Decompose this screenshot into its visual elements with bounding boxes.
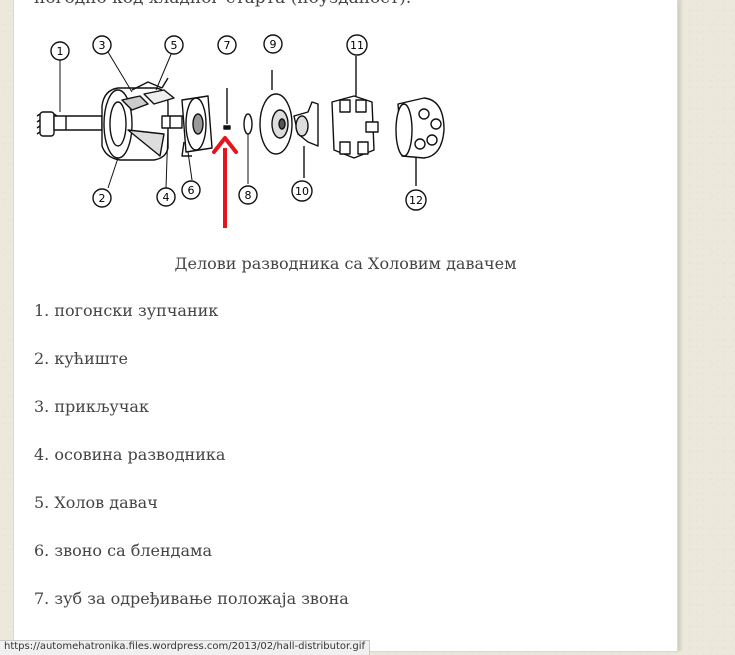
cover-plate-part: [259, 70, 293, 155]
list-item: 3. прикључак: [34, 397, 149, 416]
list-item: 5. Холов давач: [34, 493, 158, 512]
distributor-cap-part: [331, 56, 379, 159]
svg-text:7: 7: [224, 39, 231, 52]
svg-text:8: 8: [245, 189, 252, 202]
callout-5: 5: [164, 35, 184, 55]
timing-tooth-part: [223, 88, 231, 130]
browser-status-bar: https://automehatronika.files.wordpress.…: [0, 640, 371, 655]
hall-distributor-diagram[interactable]: 1 3 5 7 9 11 2 4 6 8 10 12: [36, 30, 456, 230]
callout-8: 8: [238, 185, 258, 205]
page-edge-shadow: [677, 0, 683, 651]
callout-9: 9: [263, 34, 283, 54]
svg-text:10: 10: [295, 185, 309, 198]
svg-text:4: 4: [163, 191, 170, 204]
drive-gear-part: [36, 111, 103, 137]
callout-labels: 1 3 5 7 9 11 2 4 6 8 10 12: [50, 34, 427, 211]
svg-text:3: 3: [99, 39, 106, 52]
svg-text:11: 11: [350, 39, 364, 52]
callout-11: 11: [346, 34, 368, 56]
list-item: 7. зуб за одређивање положаја звона: [34, 589, 349, 608]
hall-sender-part: [143, 77, 175, 105]
callout-12: 12: [405, 189, 427, 211]
callout-4: 4: [156, 187, 176, 207]
intro-paragraph: погодно код хладног старта (поузданост).: [34, 0, 411, 8]
svg-text:12: 12: [409, 194, 423, 207]
red-arrow-annotation: [212, 136, 238, 228]
svg-text:6: 6: [188, 184, 195, 197]
shaft-part: [161, 115, 183, 129]
callout-1: 1: [50, 41, 70, 61]
callout-7: 7: [217, 35, 237, 55]
svg-text:9: 9: [270, 38, 277, 51]
callout-leaders: [59, 51, 249, 189]
rotor-shutter-part: [181, 95, 213, 157]
svg-text:1: 1: [57, 45, 64, 58]
callout-6: 6: [181, 180, 201, 200]
list-item: 2. кућиште: [34, 349, 128, 368]
diagram-caption: Делови разводника са Холовим давачем: [174, 254, 517, 273]
rotor-arm-part: [293, 101, 319, 178]
list-item: 1. погонски зупчаник: [34, 301, 219, 320]
clip-ring-part: [243, 113, 253, 135]
callout-10: 10: [291, 180, 313, 202]
list-item: 6. звоно са блендама: [34, 541, 212, 560]
svg-text:2: 2: [99, 192, 106, 205]
content-page: погодно код хладног старта (поузданост).: [14, 0, 677, 651]
cap-cover-part: [395, 97, 445, 186]
callout-2: 2: [92, 188, 112, 208]
svg-text:5: 5: [171, 39, 178, 52]
list-item: 4. осовина разводника: [34, 445, 226, 464]
callout-3: 3: [92, 35, 112, 55]
